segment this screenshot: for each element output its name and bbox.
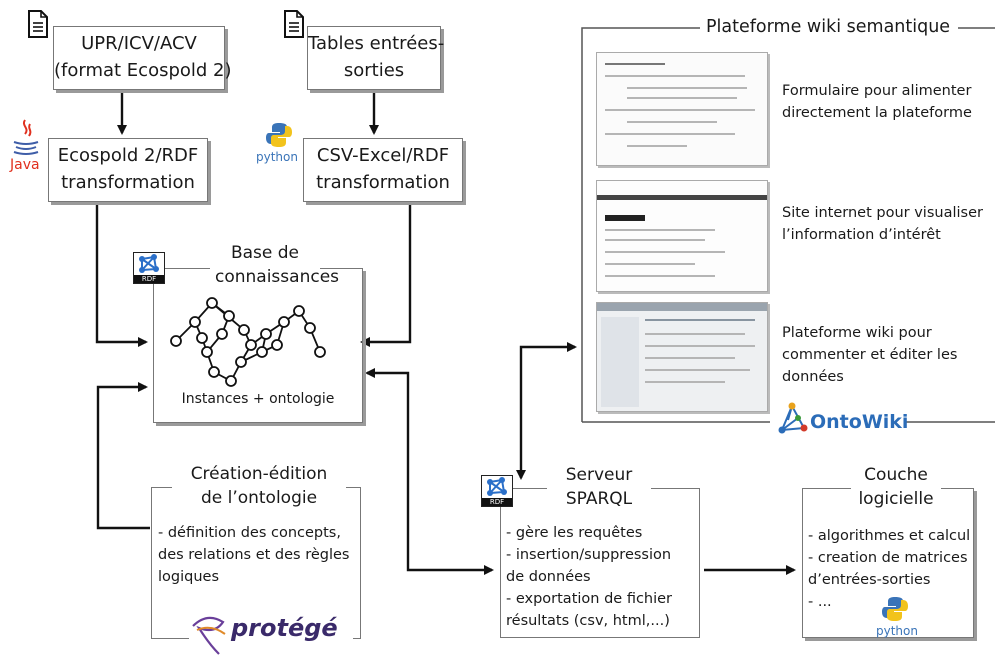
sparql-server-line: résultats (csv, html,...) [506, 613, 670, 629]
wiki-platform-title: Plateforme wiki semantique [706, 17, 951, 37]
knowledge-graph [170, 297, 326, 387]
arrow-sparql-wiki [516, 342, 577, 480]
rdf-badge: RDF [481, 475, 513, 507]
sparql-server-line: de données [506, 569, 591, 585]
ontology-editing-title1: Création-édition [190, 464, 328, 484]
knowledge-base-title1: Base de [230, 243, 300, 263]
ontology-editing-line: des relations et des règles [158, 547, 350, 563]
rdf-badge: RDF [133, 252, 165, 284]
input-ecospold-line2: (format Ecospold 2) [54, 60, 232, 81]
sparql-server-title1: Serveur [565, 465, 633, 485]
input-tables-box: Tables entrées- sorties [307, 26, 445, 90]
wiki-item-form-line: directement la plateforme [782, 105, 972, 121]
ontology-editing-title: Création-édition de l’ontologie [172, 462, 346, 510]
rdf-icon [487, 477, 507, 496]
wiki-screenshot [596, 302, 768, 412]
software-layer-line: - algorithmes et calcul [808, 528, 971, 544]
protege-label: protégé [231, 614, 338, 642]
software-layer-line: - ... [808, 594, 832, 610]
arrow-ontology-to-kb [96, 382, 150, 530]
transform-csv-box: CSV-Excel/RDF transformation [303, 138, 463, 202]
protege-swirl-icon [192, 616, 226, 655]
python-snake-icon [266, 123, 292, 147]
rdf-label: RDF [482, 498, 512, 506]
python-snake-icon [882, 597, 908, 621]
transform-ecospold-line1: Ecospold 2/RDF [57, 145, 199, 166]
protege-logo: protégé [189, 604, 353, 660]
arrow-csv-transform-to-kb [360, 204, 412, 347]
wiki-item-site-line: Site internet pour visualiser [782, 205, 983, 221]
form-screenshot [596, 52, 768, 166]
ontology-editing-title2: de l’ontologie [200, 488, 318, 508]
java-logo: Java [8, 118, 44, 176]
knowledge-base-caption: Instances + ontologie [181, 391, 335, 407]
document-icon [28, 10, 48, 38]
document-icon [284, 10, 304, 38]
sparql-server-line: - insertion/suppression [506, 547, 672, 563]
wiki-frame [581, 27, 995, 423]
ontowiki-network-icon [778, 402, 808, 434]
wiki-item-form-line: Formulaire pour alimenter [782, 83, 972, 99]
software-layer-title: Couche logicielle [851, 463, 941, 511]
arrow-java-transform-to-kb [95, 204, 148, 347]
software-layer-line: - creation de matrices [808, 550, 968, 566]
software-layer-title2: logicielle [858, 489, 934, 509]
website-screenshot [596, 180, 768, 292]
transform-ecospold-box: Ecospold 2/RDF transformation [48, 138, 208, 202]
knowledge-base-title2: connaissances [215, 267, 340, 287]
input-tables-line1: Tables entrées- [308, 33, 445, 54]
python-logo: python [256, 122, 304, 170]
python-label: python [256, 150, 298, 164]
data-flow-arrows [95, 93, 796, 575]
arrow-kb-sparql [365, 368, 494, 575]
sparql-server-box [500, 488, 700, 638]
knowledge-base-title: Base de connaissances [210, 241, 340, 289]
wiki-item-wiki-line: Plateforme wiki pour [782, 325, 932, 341]
sparql-server-title2: SPARQL [565, 489, 633, 509]
ontology-editing-line: logiques [158, 569, 220, 585]
ontowiki-label: OntoWiki [810, 411, 909, 433]
software-layer-title1: Couche [864, 465, 928, 485]
ontowiki-logo: OntoWiki [772, 398, 908, 444]
input-tables-line2: sorties [343, 60, 405, 81]
transform-csv-line2: transformation [316, 172, 450, 193]
java-cup-icon [13, 119, 39, 155]
wiki-item-wiki-line: commenter et éditer les [782, 347, 958, 363]
rdf-icon [139, 254, 159, 273]
python-logo: python [872, 596, 920, 640]
transform-csv-line1: CSV-Excel/RDF [316, 145, 450, 166]
sparql-server-title: Serveur SPARQL [547, 463, 651, 511]
wiki-item-wiki-line: données [782, 369, 844, 385]
ontology-editing-line: - définition des concepts, [158, 525, 341, 541]
java-label: Java [10, 157, 40, 173]
python-label: python [876, 624, 918, 638]
transform-ecospold-line2: transformation [61, 172, 195, 193]
wiki-item-site-line: l’information d’intérêt [782, 227, 941, 243]
sparql-server-line: - exportation de fichier [506, 591, 673, 607]
software-layer-line: d’entrées-sorties [808, 572, 931, 588]
rdf-label: RDF [134, 275, 164, 283]
sparql-server-line: - gère les requêtes [506, 525, 643, 541]
input-ecospold-box: UPR/ICV/ACV (format Ecospold 2) [53, 26, 232, 90]
input-ecospold-line1: UPR/ICV/ACV [81, 33, 197, 54]
